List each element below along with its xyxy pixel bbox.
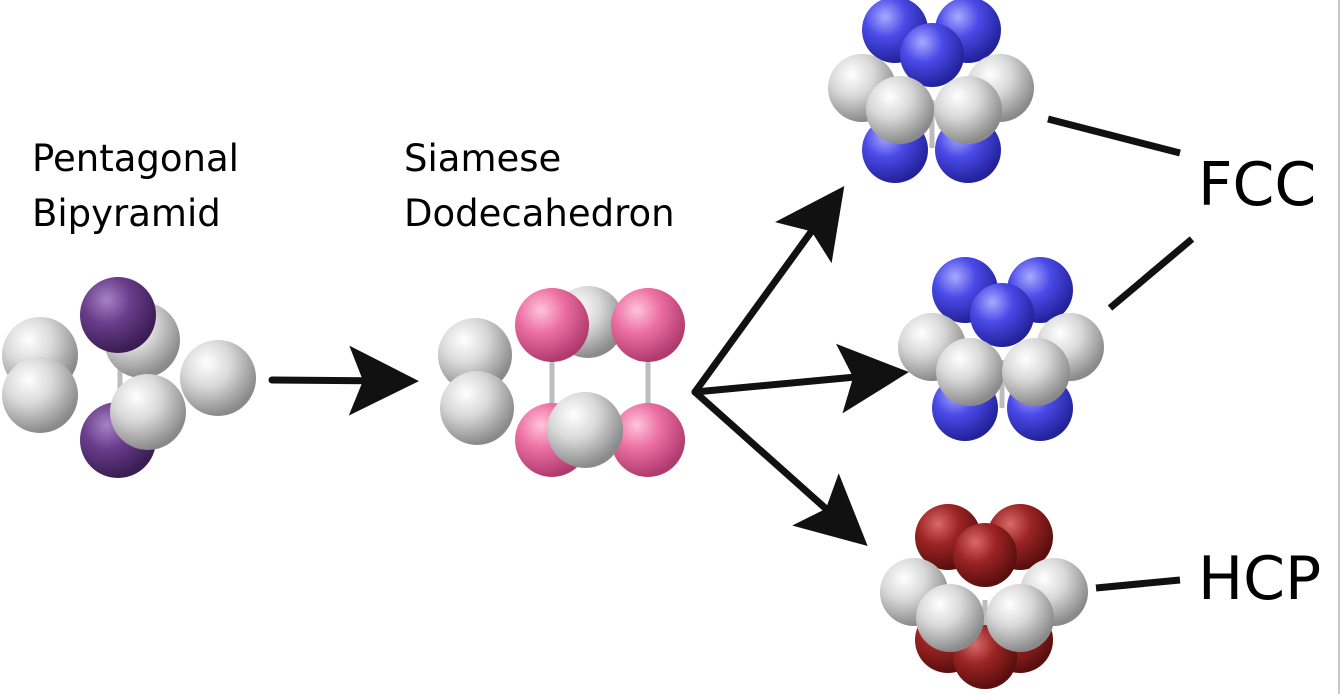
arrow-siamese-to-hcp — [691, 388, 868, 546]
pentagonal-bipyramid-cluster — [2, 277, 256, 478]
arrow-siamese-to-fcc-middle — [691, 343, 909, 414]
connector-fcc-top — [1047, 115, 1181, 157]
hcp-label: HCP — [1198, 544, 1322, 614]
siamese-dodecahedron-label-line2: Dodecahedron — [404, 192, 675, 235]
siamese-dodecahedron-cluster — [438, 286, 685, 477]
arrows — [268, 185, 909, 546]
pentagonal-bipyramid-label-line1: Pentagonal — [32, 137, 239, 180]
fcc-label: FCC — [1198, 150, 1317, 220]
pentagonal-bipyramid-label-line2: Bipyramid — [32, 192, 221, 235]
arrow-siamese-to-fcc-top — [691, 185, 845, 396]
right-border — [1338, 0, 1340, 694]
siamese-dodecahedron-label-line1: Siamese — [404, 137, 562, 180]
arrow-pentagonal-to-siamese — [268, 345, 419, 416]
fcc-cluster-top — [828, 0, 1034, 183]
fcc-cluster-middle — [898, 257, 1104, 441]
hcp-cluster — [880, 504, 1088, 689]
label-connectors — [1047, 115, 1195, 592]
connector-hcp — [1095, 576, 1181, 592]
connector-fcc-middle — [1107, 236, 1195, 311]
